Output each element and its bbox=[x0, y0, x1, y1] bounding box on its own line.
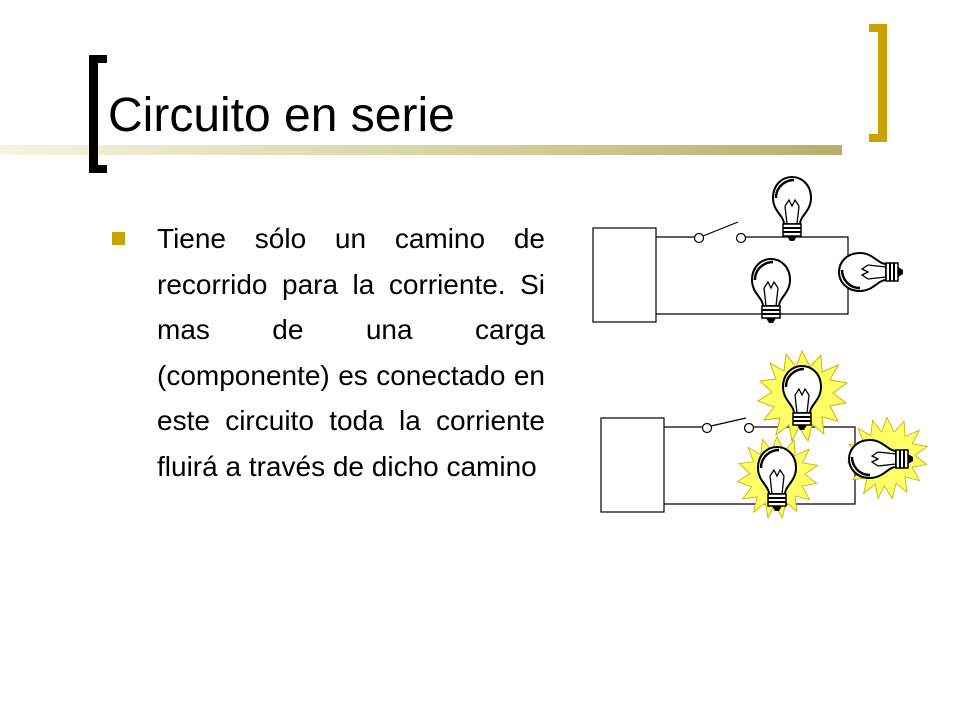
title-divider bbox=[0, 145, 842, 155]
right-bracket-bottom bbox=[869, 134, 887, 142]
right-bracket-top bbox=[869, 24, 887, 32]
left-bracket-decoration bbox=[89, 55, 98, 173]
bullet-text: Tiene sólo un camino de recorrido para l… bbox=[157, 223, 545, 482]
right-bracket-decoration bbox=[878, 24, 887, 142]
circuit-on bbox=[600, 350, 928, 519]
left-bracket-bottom bbox=[89, 165, 107, 173]
left-bracket-top bbox=[89, 55, 107, 63]
series-circuit-illustration bbox=[592, 175, 928, 519]
bullet-square-icon bbox=[112, 232, 125, 245]
slide-title: Circuito en serie bbox=[108, 89, 455, 142]
circuit-off bbox=[592, 175, 905, 325]
